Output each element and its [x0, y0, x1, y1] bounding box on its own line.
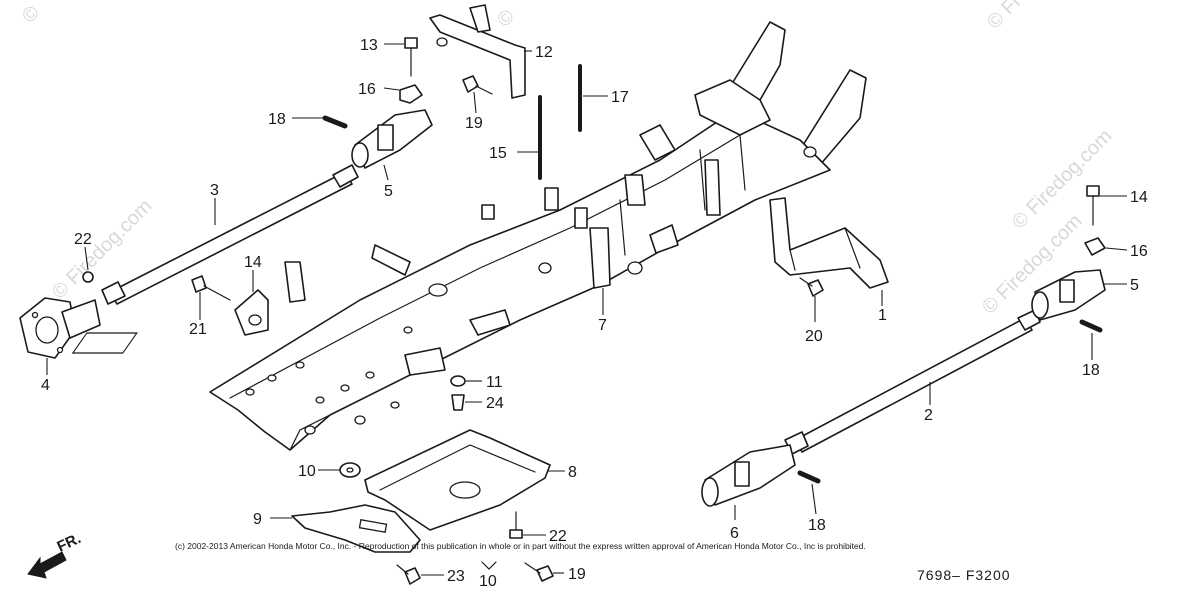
callout-18: 18	[268, 111, 286, 128]
callout-11: 11	[486, 374, 503, 391]
callout-7: 7	[598, 317, 607, 334]
callout-18: 18	[808, 517, 826, 534]
callout-2: 2	[924, 407, 933, 424]
diagram-code: 7698– F3200	[917, 567, 1011, 583]
front-direction-marker: FR.	[27, 530, 84, 579]
callout-18: 18	[1082, 362, 1100, 379]
callout-4: 4	[41, 377, 50, 394]
callout-13: 14	[244, 254, 262, 271]
callout-labels: 13 16 19 12 15 17 18 5 3 22 4 14 21 7 1 …	[41, 37, 1148, 590]
shaft-2	[784, 309, 1041, 455]
callout-22: 22	[549, 528, 567, 545]
watermark-text: ©	[18, 1, 44, 27]
callout-22: 22	[74, 231, 92, 248]
callout-6: 6	[730, 525, 739, 542]
callout-23: 19	[568, 566, 586, 583]
callout-14: 14	[1130, 189, 1148, 206]
callout-16: 16	[358, 81, 376, 98]
bracket-13	[234, 289, 269, 336]
callout-10: 10	[298, 463, 316, 480]
leader-lines	[46, 43, 1128, 576]
callout-5: 5	[1130, 277, 1139, 294]
plate-9	[291, 504, 421, 553]
plate-8	[364, 429, 551, 531]
universal-joint-6	[701, 444, 796, 507]
callout-21: 21	[189, 321, 207, 338]
hardware	[82, 37, 1106, 585]
watermark-text: © Firedog.com	[1008, 125, 1117, 234]
copyright-notice: (c) 2002-2013 American Honda Motor Co., …	[175, 541, 866, 551]
universal-joint-5-upper	[351, 109, 433, 169]
callout-24: 24	[486, 395, 504, 412]
callout-9: 9	[253, 511, 262, 528]
universal-joint-5-right	[1031, 269, 1106, 321]
front-label: FR.	[55, 530, 84, 556]
callout-20: 23	[447, 568, 465, 585]
watermark-text: © Fi	[983, 0, 1025, 34]
callout-10: 10	[479, 573, 497, 590]
callout-14: 13	[360, 37, 378, 54]
callout-12: 12	[535, 44, 553, 61]
watermark-text: ©	[493, 5, 519, 31]
callout-1: 1	[878, 307, 887, 324]
arrow-icon	[27, 551, 67, 579]
callout-16: 16	[1130, 243, 1148, 260]
callout-3: 3	[210, 182, 219, 199]
callout-8: 8	[568, 464, 577, 481]
callout-19: 20	[805, 328, 823, 345]
callout-10-mark	[481, 561, 497, 570]
callout-15: 15	[489, 145, 507, 162]
callout-5: 5	[384, 183, 393, 200]
bracket-12	[429, 4, 526, 99]
main-frame	[71, 21, 867, 451]
shaft-3	[101, 164, 359, 305]
callout-19: 19	[465, 115, 483, 132]
flange-joint-4	[19, 297, 101, 359]
callout-17: 17	[611, 89, 629, 106]
bracket-1	[769, 197, 889, 289]
